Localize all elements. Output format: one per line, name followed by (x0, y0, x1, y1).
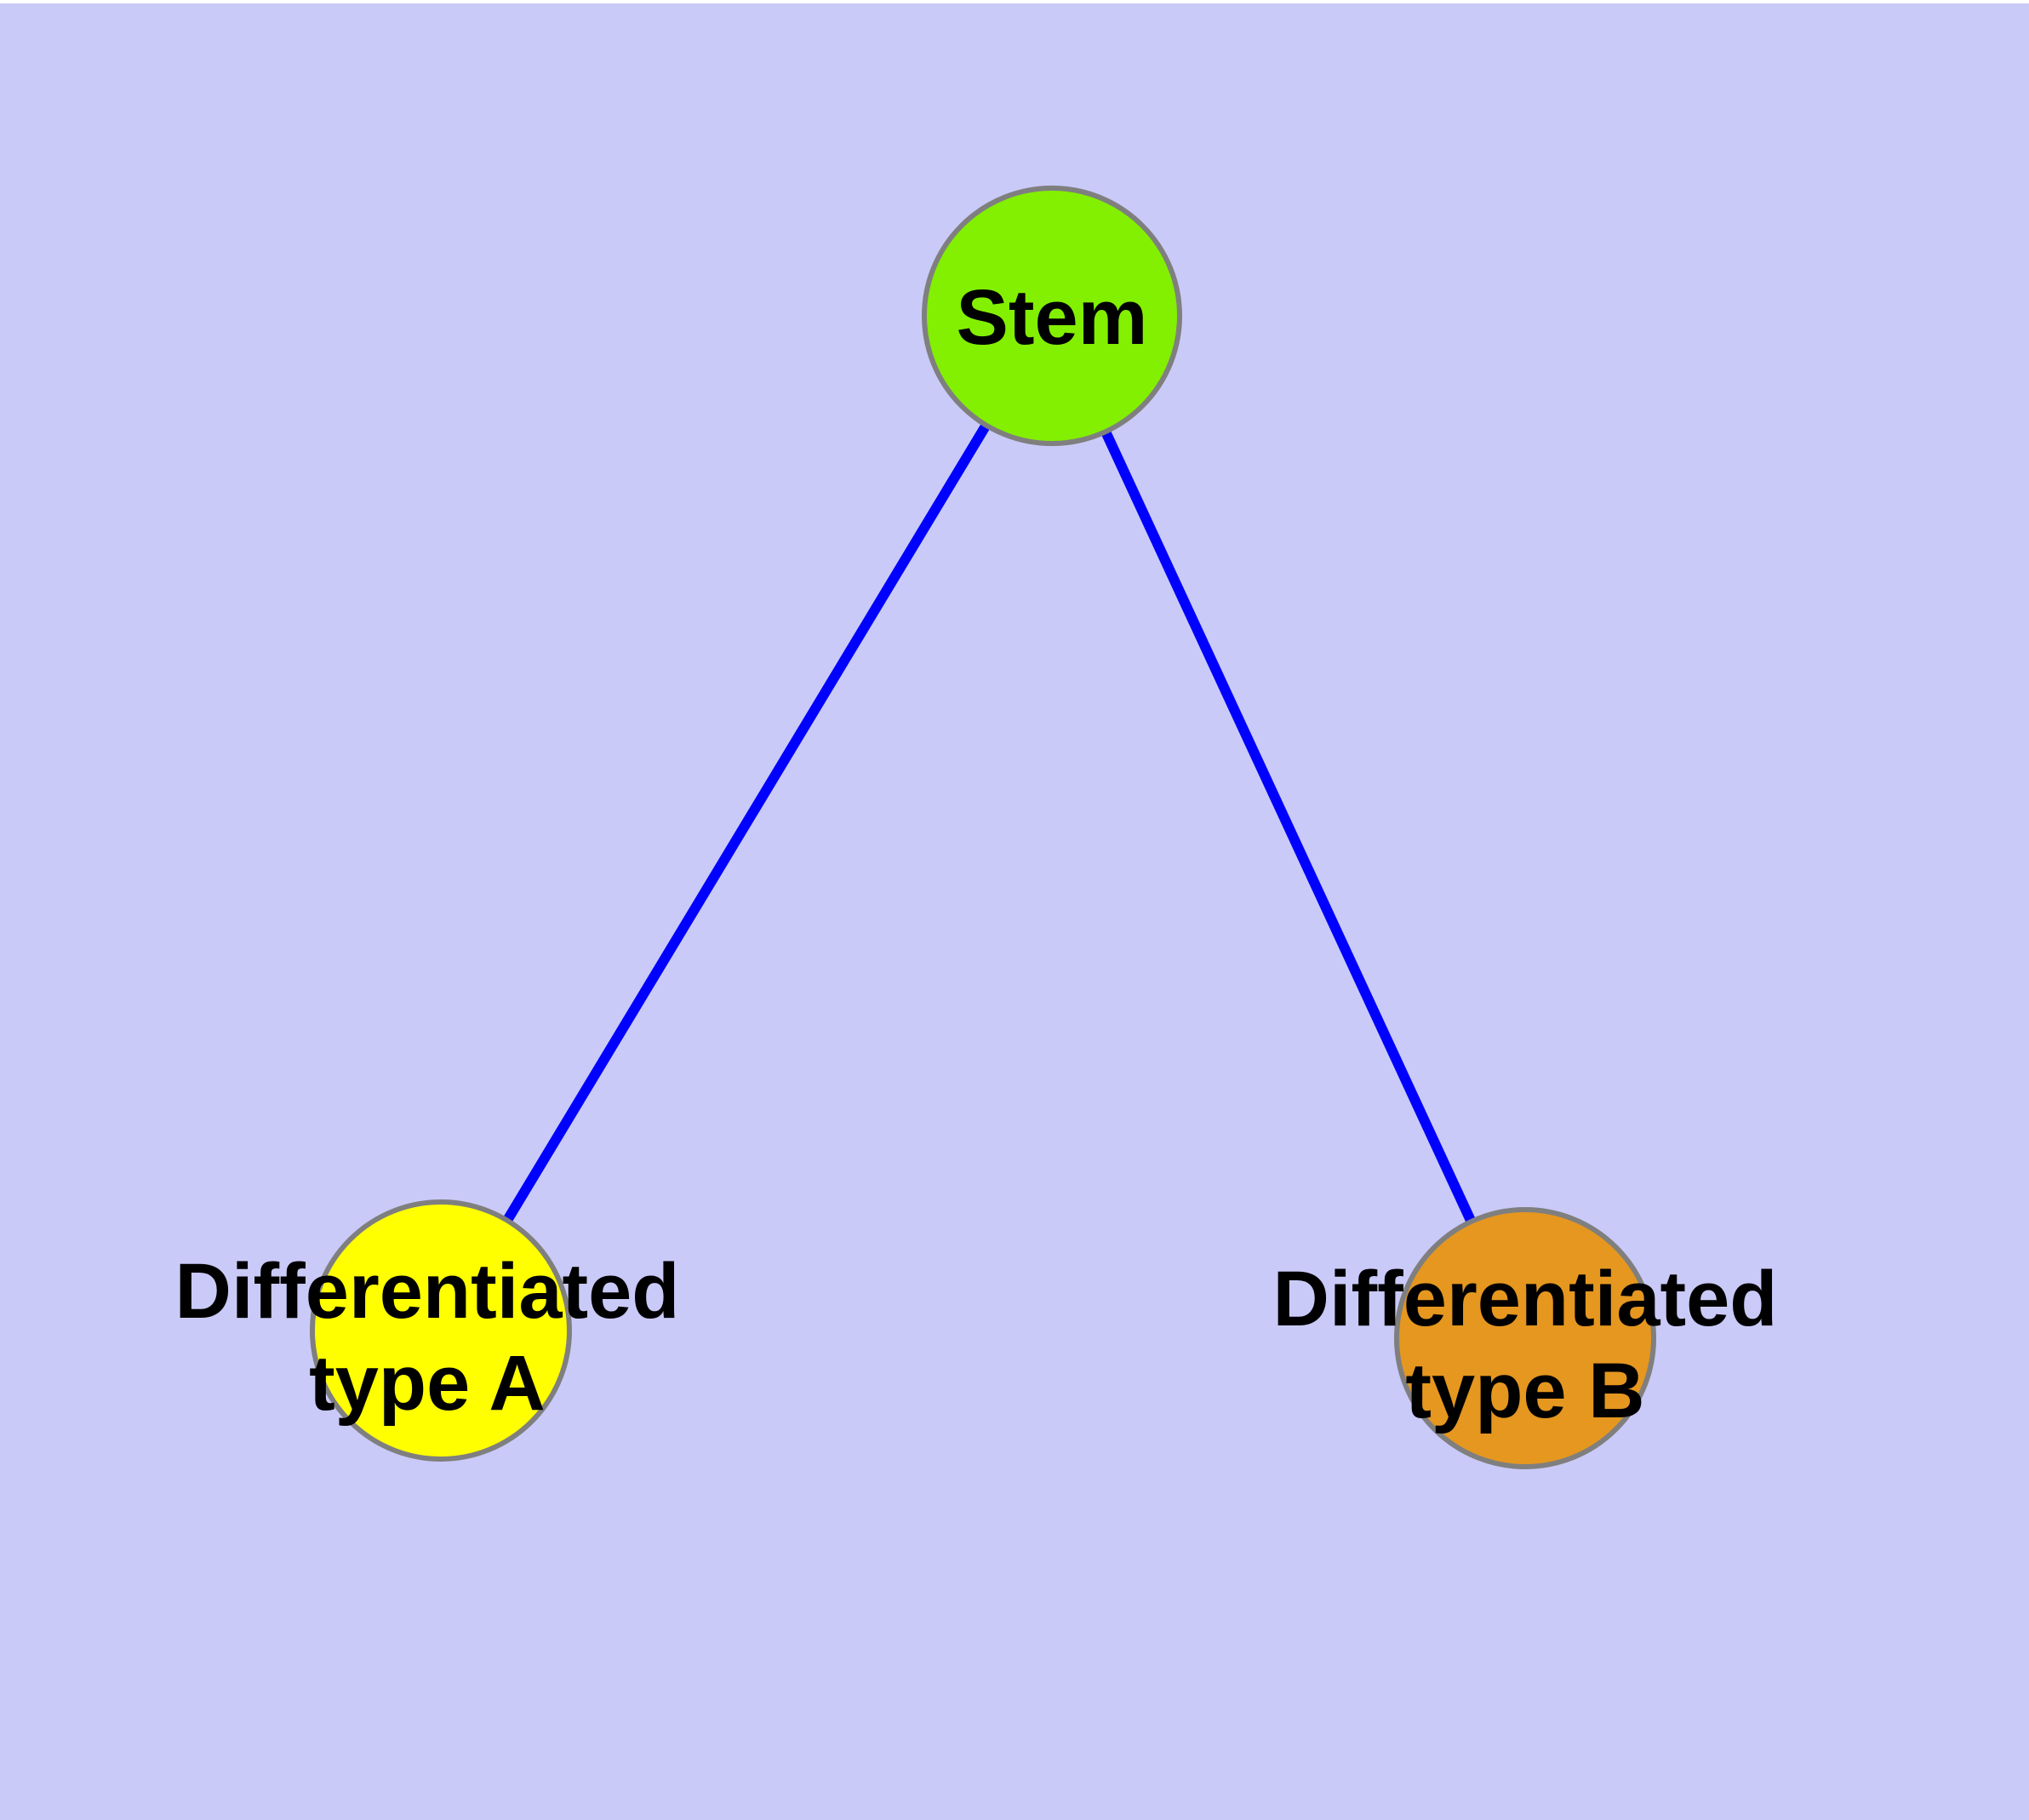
node-type-b-circle (1394, 1207, 1656, 1469)
node-type-b-label-line2: type B (1405, 1348, 1644, 1434)
node-type-a-label-line1: Differentiated (175, 1248, 680, 1335)
node-stem-label: Stem (957, 274, 1148, 361)
node-type-b-label-line1: Differentiated (1273, 1256, 1778, 1342)
node-stem-circle (922, 186, 1182, 446)
edge-stem-to-type-b (1047, 313, 1530, 1341)
node-type-a-label-line2: type A (309, 1340, 546, 1427)
edge-stem-to-type-a (436, 312, 1057, 1334)
node-type-a-circle (310, 1199, 572, 1462)
